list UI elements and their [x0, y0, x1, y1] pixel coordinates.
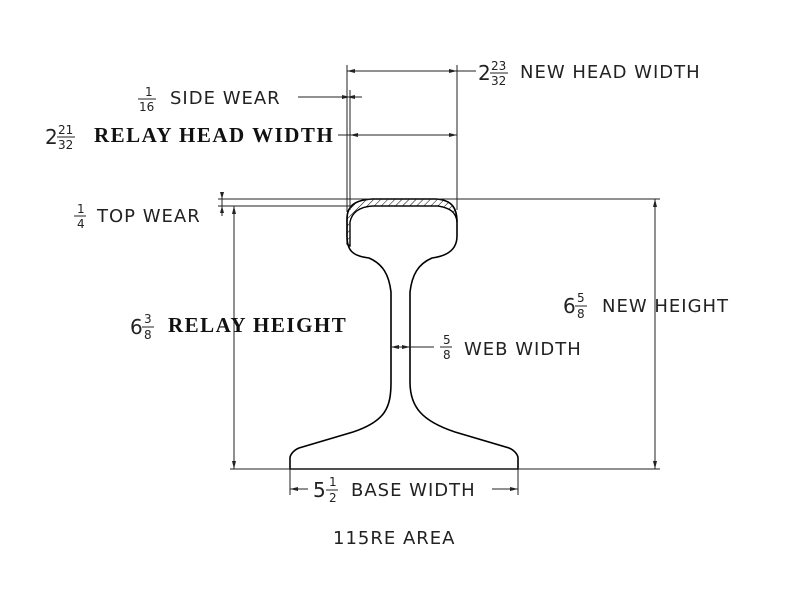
svg-text:1: 1	[77, 202, 85, 216]
svg-text:1: 1	[329, 475, 337, 489]
relay-head-width-label: 2 21 32 RELAY HEAD WIDTH	[45, 123, 334, 152]
svg-text:32: 32	[491, 74, 506, 88]
relay-height-label: 6 3 8 RELAY HEIGHT	[130, 312, 347, 342]
svg-text:2: 2	[329, 491, 337, 505]
svg-text:32: 32	[58, 138, 73, 152]
svg-text:8: 8	[144, 328, 152, 342]
relay-head-outline	[349, 205, 458, 246]
svg-text:RELAY HEIGHT: RELAY HEIGHT	[168, 313, 347, 337]
svg-text:1: 1	[145, 85, 153, 99]
svg-text:23: 23	[491, 59, 506, 73]
top-wear-label: 1 4 TOP WEAR	[74, 202, 201, 231]
base-width-label: 5 1 2 BASE WIDTH	[313, 475, 476, 505]
svg-text:8: 8	[443, 348, 451, 362]
new-head-width-label: 2 23 32 NEW HEAD WIDTH	[478, 59, 701, 88]
svg-text:8: 8	[577, 307, 585, 321]
svg-text:5: 5	[313, 478, 326, 502]
svg-text:5: 5	[577, 291, 585, 305]
svg-text:2: 2	[478, 61, 491, 85]
svg-text:RELAY HEAD WIDTH: RELAY HEAD WIDTH	[94, 123, 334, 147]
svg-text:WEB WIDTH: WEB WIDTH	[464, 339, 582, 360]
svg-text:TOP WEAR: TOP WEAR	[96, 206, 201, 227]
svg-text:2: 2	[45, 125, 58, 149]
svg-text:5: 5	[443, 333, 451, 347]
svg-text:6: 6	[130, 315, 143, 339]
svg-text:3: 3	[144, 312, 152, 326]
svg-text:SIDE WEAR: SIDE WEAR	[170, 88, 281, 109]
svg-text:BASE WIDTH: BASE WIDTH	[351, 480, 476, 501]
svg-text:NEW HEIGHT: NEW HEIGHT	[602, 296, 729, 317]
svg-text:NEW HEAD WIDTH: NEW HEAD WIDTH	[520, 62, 701, 83]
svg-text:21: 21	[58, 123, 73, 137]
web-width-label: 5 8 WEB WIDTH	[440, 333, 582, 362]
new-height-label: 6 5 8 NEW HEIGHT	[563, 291, 729, 321]
svg-text:6: 6	[563, 294, 576, 318]
svg-text:4: 4	[77, 217, 85, 231]
drawing-title: 115RE AREA	[333, 528, 455, 549]
svg-text:16: 16	[139, 100, 154, 114]
side-wear-label: 1 16 SIDE WEAR	[138, 85, 281, 114]
